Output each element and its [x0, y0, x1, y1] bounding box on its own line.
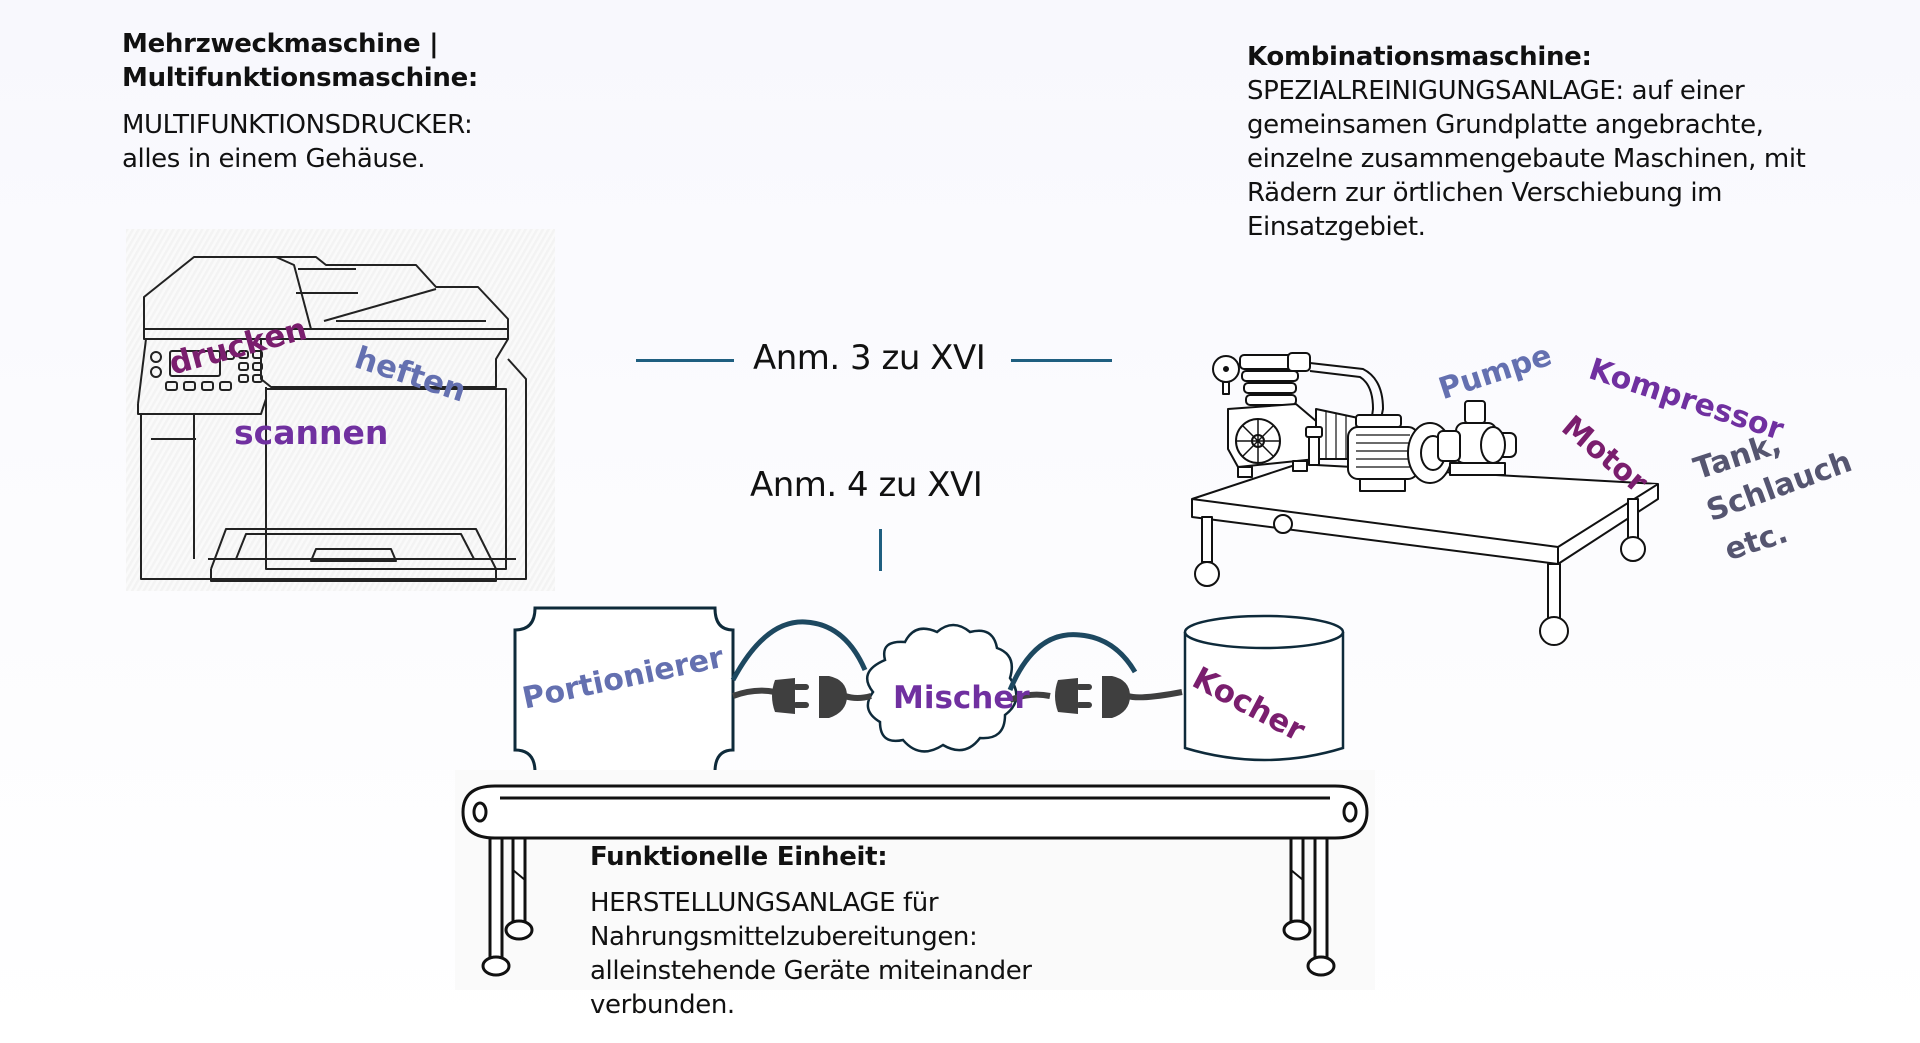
cable-2 — [1007, 632, 1138, 691]
power-plug-icon — [772, 676, 872, 718]
power-plug-icon — [1055, 676, 1183, 718]
title-line-1: Mehrzweckmaschine | — [122, 29, 439, 59]
desc-line: Nahrungsmittelzubereitungen: — [590, 922, 978, 952]
component-label-etc: etc. — [1720, 515, 1793, 569]
production-units-shapes — [513, 606, 1345, 774]
compressor-cart-icon — [1191, 352, 1659, 646]
compressor-cart-illustration: Pumpe Kompressor Motor Tank, Schlauch et… — [1188, 338, 1857, 646]
combination-machine-description: SPEZIALREINIGUNGSANLAGE: auf einer gemei… — [1247, 74, 1806, 244]
functional-unit-description: HERSTELLUNGSANLAGE für Nahrungsmittelzub… — [590, 886, 1032, 1022]
desc-line: einzelne zusammengebaute Maschinen, mit — [1247, 144, 1806, 174]
anm4-connector — [879, 529, 882, 571]
title-line-2: Multifunktionsmaschine: — [122, 63, 479, 93]
unit-label-mischer: Mischer — [893, 680, 1030, 716]
desc-line: Einsatzgebiet. — [1247, 212, 1426, 242]
kocher-shape — [1183, 614, 1345, 762]
cable-1 — [730, 619, 868, 682]
anm3-left-connector — [636, 359, 734, 362]
anm3-label: Anm. 3 zu XVI — [753, 338, 986, 378]
multifunction-machine-description: MULTIFUNKTIONSDRUCKER: alles in einem Ge… — [122, 108, 473, 176]
conveyor-illustration — [455, 770, 1375, 990]
function-label-scannen: scannen — [234, 413, 389, 452]
mischer-shape — [865, 623, 1018, 753]
desc-line-1: MULTIFUNKTIONSDRUCKER: — [122, 110, 473, 140]
desc-line-2: alles in einem Gehäuse. — [122, 144, 426, 174]
production-units: Portionierer Mischer Kocher — [505, 600, 1365, 775]
multifunction-machine-title: Mehrzweckmaschine | Multifunktionsmaschi… — [122, 27, 478, 95]
desc-line: SPEZIALREINIGUNGSANLAGE: auf einer — [1247, 76, 1745, 106]
printer-icon — [137, 256, 527, 582]
printer-illustration: drucken heften scannen — [126, 229, 555, 591]
conveyor-belt-icon — [461, 784, 1369, 977]
desc-line: alleinstehende Geräte miteinander — [590, 956, 1032, 986]
anm4-label: Anm. 4 zu XVI — [750, 465, 983, 505]
desc-line: gemeinsamen Grundplatte angebrachte, — [1247, 110, 1764, 140]
desc-line: HERSTELLUNGSANLAGE für — [590, 888, 939, 918]
functional-unit-title: Funktionelle Einheit: — [590, 842, 888, 872]
desc-line: Rädern zur örtlichen Verschiebung im — [1247, 178, 1723, 208]
combination-machine-title: Kombinationsmaschine: — [1247, 42, 1592, 72]
anm3-right-connector — [1011, 359, 1112, 362]
desc-line: verbunden. — [590, 990, 735, 1020]
